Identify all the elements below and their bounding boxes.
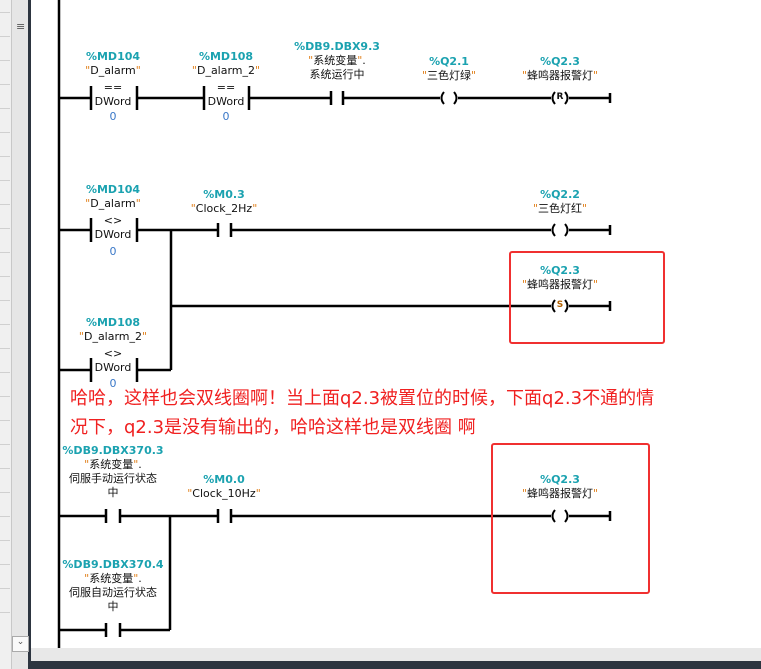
operand-symbol: Clock_2Hz <box>191 202 258 216</box>
operand-address: %MD104 <box>85 183 141 196</box>
operand-address: %M0.0 <box>203 473 245 486</box>
compare-md104-ne[interactable]: %MD104 D_alarm <> DWord 0 <box>85 183 141 259</box>
menu-icon[interactable]: ≡ <box>16 20 26 33</box>
compare-value: 0 <box>222 110 230 123</box>
operand-address: %MD108 <box>85 316 141 329</box>
compare-datatype: DWord <box>94 228 132 241</box>
operand-symbol: 三色灯红 <box>533 202 587 216</box>
scroll-down-button[interactable]: ⌄ <box>12 636 29 652</box>
compare-datatype: DWord <box>94 95 132 108</box>
compare-operator: <> <box>103 214 123 227</box>
compare-value: 0 <box>109 110 117 123</box>
compare-md108-eq[interactable]: %MD108 D_alarm_2 == DWord 0 <box>192 50 260 124</box>
annotation-line-1: 哈哈，这样也会双线圈啊！当上面q2.3被置位的时候，下面q2.3不通的情 <box>70 388 655 409</box>
operand-member-cont: 中 <box>107 486 119 499</box>
vertical-scrollbar[interactable]: ≡ ⌄ <box>11 0 29 669</box>
operand-symbol: 三色灯绿 <box>422 69 476 83</box>
operand-address: %M0.3 <box>203 188 245 201</box>
operand-symbol: 系统变量 <box>84 572 138 585</box>
operand-symbol: D_alarm <box>85 197 141 211</box>
highlight-box-coil <box>491 443 650 594</box>
ladder-wiring <box>57 0 612 648</box>
coil-mode-set: S <box>556 300 564 310</box>
operand-address: %Q2.1 <box>429 55 469 68</box>
coil-q2-3-reset[interactable]: %Q2.3 蜂鸣器报警灯 <box>522 55 598 83</box>
compare-operator: == <box>103 81 123 94</box>
window-border <box>28 661 761 669</box>
operand-address: %DB9.DBX9.3 <box>294 40 380 53</box>
coil-q2-3-set[interactable]: %Q2.3 蜂鸣器报警灯 <box>522 264 598 292</box>
compare-value: 0 <box>109 245 117 258</box>
operand-address: %DB9.DBX370.3 <box>62 444 164 457</box>
operand-address: %MD108 <box>198 50 254 63</box>
compare-datatype: DWord <box>94 361 132 374</box>
contact-servo-auto[interactable]: %DB9.DBX370.4 系统变量. 伺服自动运行状态 中 <box>62 558 163 614</box>
compare-md108-ne[interactable]: %MD108 D_alarm_2 <> DWord 0 <box>79 316 147 391</box>
operand-symbol: 蜂鸣器报警灯 <box>522 487 598 501</box>
operand-symbol: D_alarm <box>85 64 141 78</box>
operand-member-cont: 中 <box>107 600 119 613</box>
operand-address: %Q2.3 <box>540 473 580 486</box>
compare-value: 0 <box>109 377 117 390</box>
operand-address: %Q2.2 <box>540 188 580 201</box>
operand-symbol: 系统变量 <box>308 54 362 67</box>
coil-q2-3[interactable]: %Q2.3 蜂鸣器报警灯 <box>522 473 598 501</box>
annotation-line-2: 况下，q2.3是没有输出的，哈哈这样也是双线圈 啊 <box>70 417 476 438</box>
operand-address: %MD104 <box>85 50 141 63</box>
coil-q2-2[interactable]: %Q2.2 三色灯红 <box>533 188 587 216</box>
operand-symbol: D_alarm_2 <box>192 64 260 78</box>
operand-address: %Q2.3 <box>540 55 580 68</box>
highlight-box-set-coil <box>509 251 665 344</box>
operand-symbol: D_alarm_2 <box>79 330 147 344</box>
left-panel: ≡ ⌄ <box>0 0 31 669</box>
horizontal-scrollbar[interactable] <box>31 648 761 661</box>
operand-member: 伺服自动运行状态 <box>68 586 157 599</box>
operand-symbol: 蜂鸣器报警灯 <box>522 278 598 292</box>
contact-clock-2hz[interactable]: %M0.3 Clock_2Hz <box>191 188 258 216</box>
contact-clock-10hz[interactable]: %M0.0 Clock_10Hz <box>187 473 261 501</box>
operand-member: 伺服手动运行状态 <box>68 472 157 485</box>
compare-md104-eq[interactable]: %MD104 D_alarm == DWord 0 <box>85 50 141 124</box>
coil-q2-1[interactable]: %Q2.1 三色灯绿 <box>422 55 476 83</box>
operand-address: %DB9.DBX370.4 <box>62 558 164 571</box>
compare-datatype: DWord <box>207 95 245 108</box>
contact-servo-manual[interactable]: %DB9.DBX370.3 系统变量. 伺服手动运行状态 中 <box>62 444 163 500</box>
compare-operator: <> <box>103 347 123 360</box>
annotation-note: 哈哈，这样也会双线圈啊！当上面q2.3被置位的时候，下面q2.3不通的情 况下，… <box>70 384 760 442</box>
compare-operator: == <box>216 81 236 94</box>
contact-system-running[interactable]: %DB9.DBX9.3 系统变量. 系统运行中 <box>294 40 380 82</box>
ladder-editor[interactable] <box>31 0 761 648</box>
coil-mode-reset: R <box>556 92 564 102</box>
operand-symbol: 蜂鸣器报警灯 <box>522 69 598 83</box>
operand-address: %Q2.3 <box>540 264 580 277</box>
operand-member: 系统运行中 <box>309 68 365 81</box>
operand-symbol: Clock_10Hz <box>187 487 261 501</box>
operand-symbol: 系统变量 <box>84 458 138 471</box>
